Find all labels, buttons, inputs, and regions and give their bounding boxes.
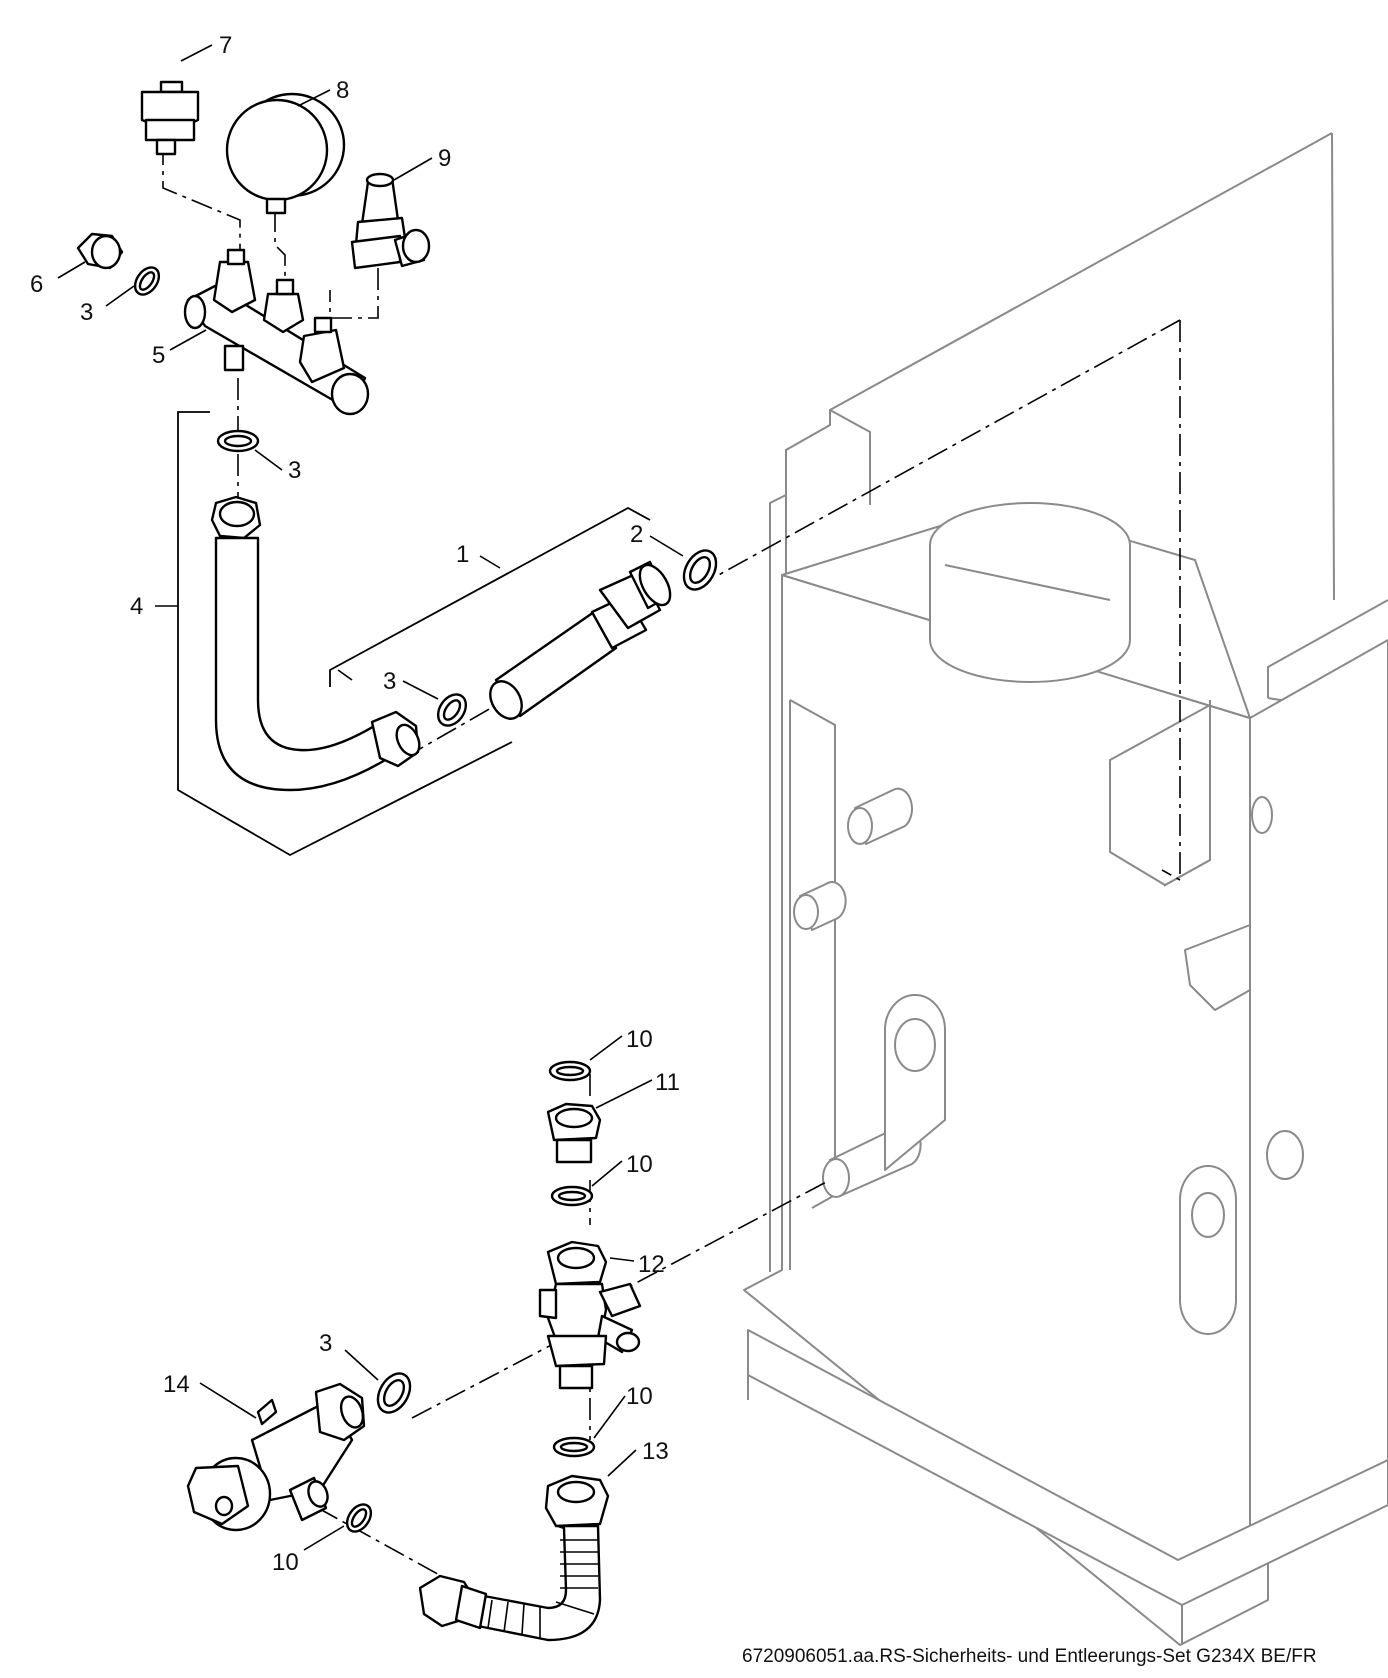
callout-1: 1 bbox=[456, 541, 469, 568]
pressure-gauge-part bbox=[225, 92, 346, 215]
callout-6: 6 bbox=[30, 271, 43, 298]
air-vent-part bbox=[140, 80, 200, 156]
reducer-nipple-part bbox=[546, 1102, 602, 1164]
group-brackets bbox=[177, 411, 651, 857]
boiler-nozzle-left bbox=[793, 881, 847, 931]
callout-4: 4 bbox=[130, 593, 143, 620]
callout-3-lower: 3 bbox=[319, 1330, 332, 1357]
connection-nipple-part bbox=[489, 560, 672, 720]
callout-9: 9 bbox=[438, 145, 451, 172]
leader-lines bbox=[57, 44, 684, 1551]
seal-ring-part bbox=[436, 693, 468, 727]
callout-10-top: 10 bbox=[626, 1026, 653, 1053]
callout-10-middle: 10 bbox=[626, 1151, 653, 1178]
boiler-body bbox=[743, 132, 1388, 1646]
flex-hose-part bbox=[418, 1474, 610, 1642]
seal-ring-part bbox=[552, 1436, 596, 1458]
callout-12: 12 bbox=[638, 1251, 665, 1278]
manifold-part bbox=[183, 248, 370, 416]
seal-ring-part bbox=[376, 1372, 412, 1414]
callout-14: 14 bbox=[163, 1371, 190, 1398]
seal-ring-part bbox=[550, 1185, 594, 1207]
cap-nut-part bbox=[76, 232, 124, 270]
callout-13: 13 bbox=[642, 1438, 669, 1465]
callout-5: 5 bbox=[152, 342, 165, 369]
fill-drain-valve-part bbox=[186, 1382, 366, 1532]
seal-ring-part bbox=[133, 266, 161, 296]
callout-3-nipple: 3 bbox=[383, 668, 396, 695]
callout-labels: 7 8 9 6 3 5 3 1 2 4 3 10 11 10 12 3 14 1… bbox=[30, 32, 680, 1576]
seal-ring-part bbox=[548, 1060, 592, 1082]
callout-10-bottom: 10 bbox=[272, 1549, 299, 1576]
bent-pipe-part bbox=[210, 495, 421, 792]
seal-ring-part bbox=[216, 429, 260, 453]
boiler-nozzle-upper bbox=[847, 787, 913, 845]
callout-2: 2 bbox=[630, 521, 643, 548]
seal-ring-part bbox=[682, 549, 718, 591]
seal-ring-part bbox=[345, 1503, 373, 1533]
callout-11: 11 bbox=[655, 1069, 680, 1096]
drain-cock-part bbox=[538, 1240, 642, 1390]
callout-10-lower: 10 bbox=[626, 1383, 653, 1410]
callout-7: 7 bbox=[219, 32, 232, 59]
callout-8: 8 bbox=[336, 77, 349, 104]
safety-valve-part bbox=[350, 172, 431, 270]
figure-caption: 6720906051.aa.RS-Sicherheits- und Entlee… bbox=[742, 1646, 1317, 1667]
callout-3-upper: 3 bbox=[80, 299, 93, 326]
callout-3-pipe: 3 bbox=[288, 457, 301, 484]
